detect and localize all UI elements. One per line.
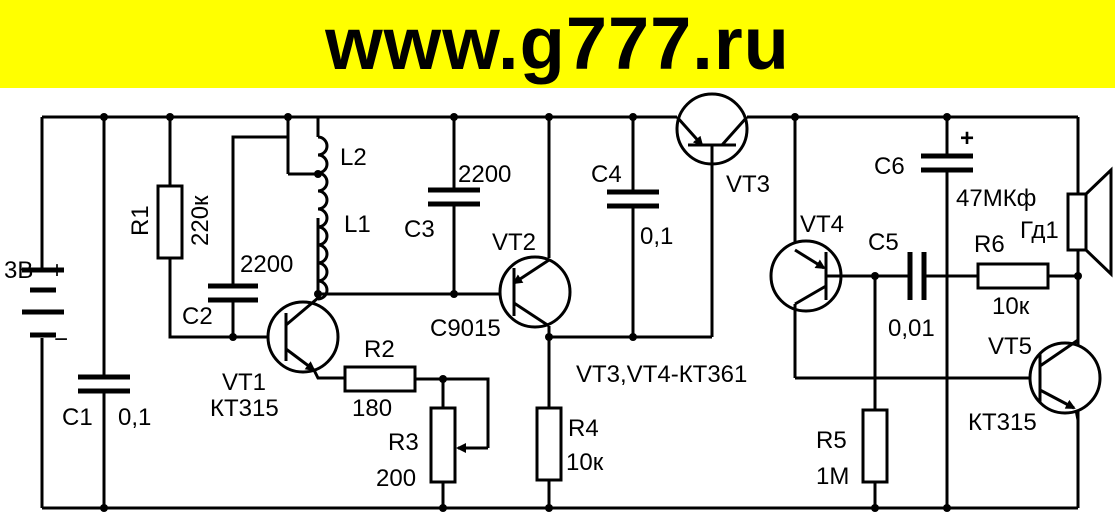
transistor-vt2 <box>498 113 572 408</box>
resistor-r1 <box>156 113 278 339</box>
capacitor-c6 <box>921 113 973 512</box>
resistor-r6 <box>976 262 1082 290</box>
top-rail <box>40 115 1080 270</box>
battery-label: 3В <box>4 257 33 284</box>
speaker-label: Гд1 <box>1020 217 1059 244</box>
c6-plus: + <box>960 125 974 152</box>
coil-l1-l2 <box>284 113 329 301</box>
c5-label: C5 <box>868 229 899 256</box>
c2-value: 2200 <box>240 251 293 278</box>
c5-value: 0,01 <box>888 315 935 342</box>
vt4-label: VT4 <box>800 211 844 238</box>
vt3-label: VT3 <box>726 171 770 198</box>
transistor-vt3 <box>675 92 749 337</box>
r2-label: R2 <box>364 336 395 363</box>
c1-value: 0,1 <box>118 404 151 431</box>
c6-label: C6 <box>874 153 905 180</box>
c3-value: 2200 <box>458 161 511 188</box>
potentiometer-r3 <box>429 379 488 512</box>
capacitor-c3 <box>318 113 510 298</box>
c6-value: 47МКф <box>956 185 1036 212</box>
vt1-label: VT1 <box>222 369 266 396</box>
r4-label: R4 <box>568 415 599 442</box>
resistor-r4 <box>535 406 563 512</box>
r1-value: 220к <box>187 195 214 246</box>
resistor-r2 <box>343 365 490 448</box>
r3-value: 200 <box>376 465 416 492</box>
vt5-type: КТ315 <box>968 409 1037 436</box>
vt2-type: C9015 <box>430 315 501 342</box>
l2-label: L2 <box>340 144 367 171</box>
c3-label: C3 <box>404 216 435 243</box>
capacitor-c5 <box>907 252 978 300</box>
r6-value: 10к <box>992 293 1030 320</box>
capacitor-c2 <box>208 135 288 341</box>
transistor-vt5 <box>1028 290 1102 421</box>
capacitor-c4 <box>549 113 712 341</box>
c2-label: C2 <box>182 303 213 330</box>
r5-label: R5 <box>816 427 847 454</box>
c4-label: C4 <box>591 161 622 188</box>
transistor-vt4 <box>769 113 1040 380</box>
speaker-icon <box>1066 166 1113 280</box>
transistor-vt1 <box>266 296 345 380</box>
c1-label: C1 <box>62 404 93 431</box>
r3-label: R3 <box>388 429 419 456</box>
vt5-label: VT5 <box>988 333 1032 360</box>
vt2-label: VT2 <box>492 229 536 256</box>
resistor-r5 <box>861 276 889 512</box>
vt1-type: КТ315 <box>210 395 279 422</box>
r1-label: R1 <box>127 205 154 236</box>
battery <box>22 267 64 338</box>
battery-minus: − <box>54 326 68 353</box>
vt34-note: VT3,VT4-КТ361 <box>576 361 747 388</box>
r5-value: 1М <box>816 463 849 490</box>
banner-url: www.g777.ru <box>325 2 790 85</box>
r6-label: R6 <box>974 231 1005 258</box>
l1-label: L1 <box>344 211 371 238</box>
capacitor-c1 <box>78 113 130 512</box>
c4-value: 0,1 <box>640 223 673 250</box>
battery-plus: + <box>50 257 64 284</box>
banner: www.g777.ru <box>0 0 1115 88</box>
r2-value: 180 <box>352 395 392 422</box>
r4-value: 10к <box>566 449 604 476</box>
